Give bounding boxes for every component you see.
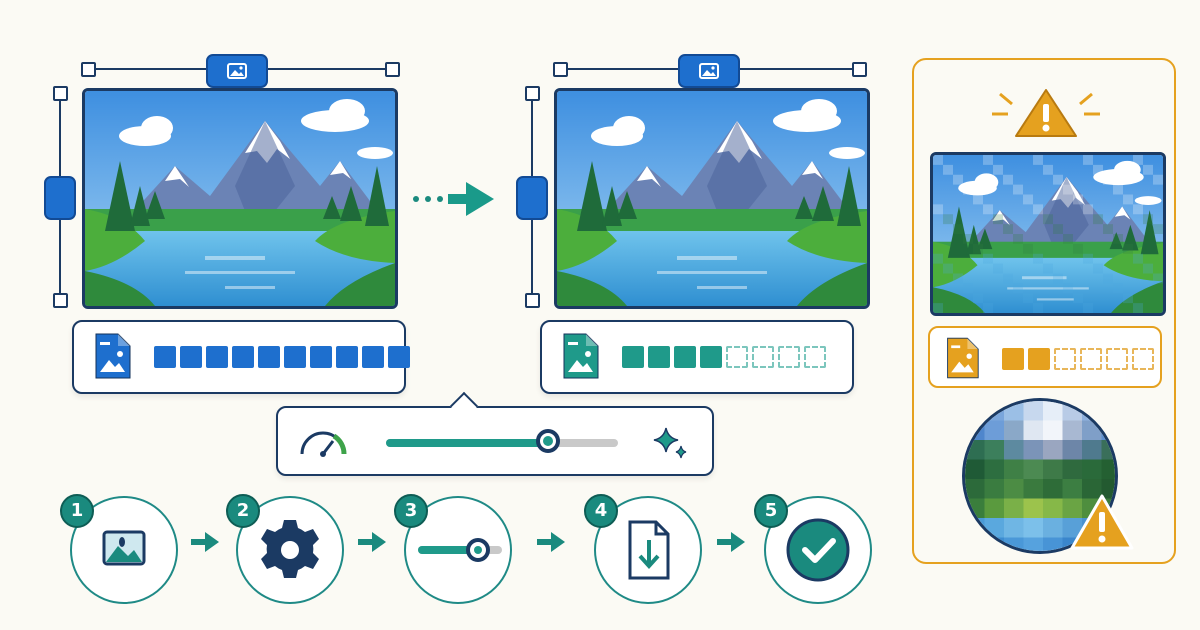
- resize-corner-handle[interactable]: [553, 62, 568, 77]
- image-icon: [227, 63, 247, 79]
- step-number-badge: 1: [60, 494, 94, 528]
- empty-size-block: [726, 346, 748, 368]
- empty-size-block: [752, 346, 774, 368]
- empty-size-block: [1054, 348, 1076, 370]
- image-icon: [102, 530, 146, 566]
- file-size-card: [540, 320, 854, 394]
- quality-slider-fill: [386, 439, 549, 447]
- speedometer-icon: [300, 431, 347, 457]
- over-compression-warning-panel: [912, 58, 1176, 564]
- slider-icon: [418, 538, 502, 562]
- warning-icon: [1070, 494, 1134, 550]
- quality-slider-card: [276, 391, 714, 476]
- step-arrow-icon: [191, 528, 221, 561]
- empty-size-block: [1132, 348, 1154, 370]
- filled-size-block: [206, 346, 228, 368]
- filled-size-block: [336, 346, 358, 368]
- filled-size-block: [1002, 348, 1024, 370]
- file-size-bar: [622, 346, 826, 368]
- width-resize-handle[interactable]: [206, 54, 268, 88]
- callout-pointer: [449, 391, 479, 421]
- empty-size-block: [1080, 348, 1102, 370]
- image-file-icon: [92, 332, 132, 380]
- warning-icon: [992, 89, 1100, 137]
- filled-size-block: [284, 346, 306, 368]
- resize-corner-handle[interactable]: [53, 86, 68, 101]
- filled-size-block: [622, 346, 644, 368]
- width-resize-handle[interactable]: [678, 54, 740, 88]
- height-resize-handle[interactable]: [44, 176, 76, 220]
- sparkle-icon: [653, 427, 687, 459]
- landscape-photo: [554, 88, 870, 309]
- empty-size-block: [1106, 348, 1128, 370]
- step-number-badge: 4: [584, 494, 618, 528]
- empty-size-block: [804, 346, 826, 368]
- image-file-icon: [944, 336, 980, 380]
- resize-corner-handle[interactable]: [53, 293, 68, 308]
- gear-icon: [261, 520, 319, 578]
- resize-corner-handle[interactable]: [525, 86, 540, 101]
- step-number-badge: 5: [754, 494, 788, 528]
- quality-slider-track[interactable]: [386, 429, 618, 453]
- step-number-badge: 2: [226, 494, 260, 528]
- filled-size-block: [388, 346, 410, 368]
- right-arrow-icon: [413, 182, 494, 216]
- step-arrow-icon: [358, 528, 388, 561]
- step-3-circle: [404, 496, 512, 604]
- step-number-badge: 3: [394, 494, 428, 528]
- image-icon: [699, 63, 719, 79]
- step-arrow-icon: [717, 528, 747, 561]
- filled-size-block: [154, 346, 176, 368]
- filled-size-block: [1028, 348, 1050, 370]
- pixelated-landscape-photo: [930, 152, 1166, 316]
- checkmark-icon: [786, 518, 850, 582]
- filled-size-block: [648, 346, 670, 368]
- file-size-bar: [154, 346, 410, 368]
- step-arrow-icon: [537, 528, 567, 561]
- filled-size-block: [180, 346, 202, 368]
- filled-size-block: [674, 346, 696, 368]
- file-size-card: [928, 326, 1162, 388]
- filled-size-block: [232, 346, 254, 368]
- filled-size-block: [258, 346, 280, 368]
- resize-corner-handle[interactable]: [852, 62, 867, 77]
- file-size-bar: [1002, 348, 1154, 370]
- quality-slider-thumb[interactable]: [536, 429, 561, 453]
- image-file-icon: [560, 332, 600, 380]
- empty-size-block: [778, 346, 800, 368]
- height-resize-handle[interactable]: [516, 176, 548, 220]
- filled-size-block: [700, 346, 722, 368]
- resize-corner-handle[interactable]: [385, 62, 400, 77]
- file-size-card: [72, 320, 410, 394]
- resize-corner-handle[interactable]: [81, 62, 96, 77]
- landscape-photo: [82, 88, 398, 309]
- filled-size-block: [362, 346, 384, 368]
- download-file-icon: [628, 520, 670, 580]
- filled-size-block: [310, 346, 332, 368]
- resize-corner-handle[interactable]: [525, 293, 540, 308]
